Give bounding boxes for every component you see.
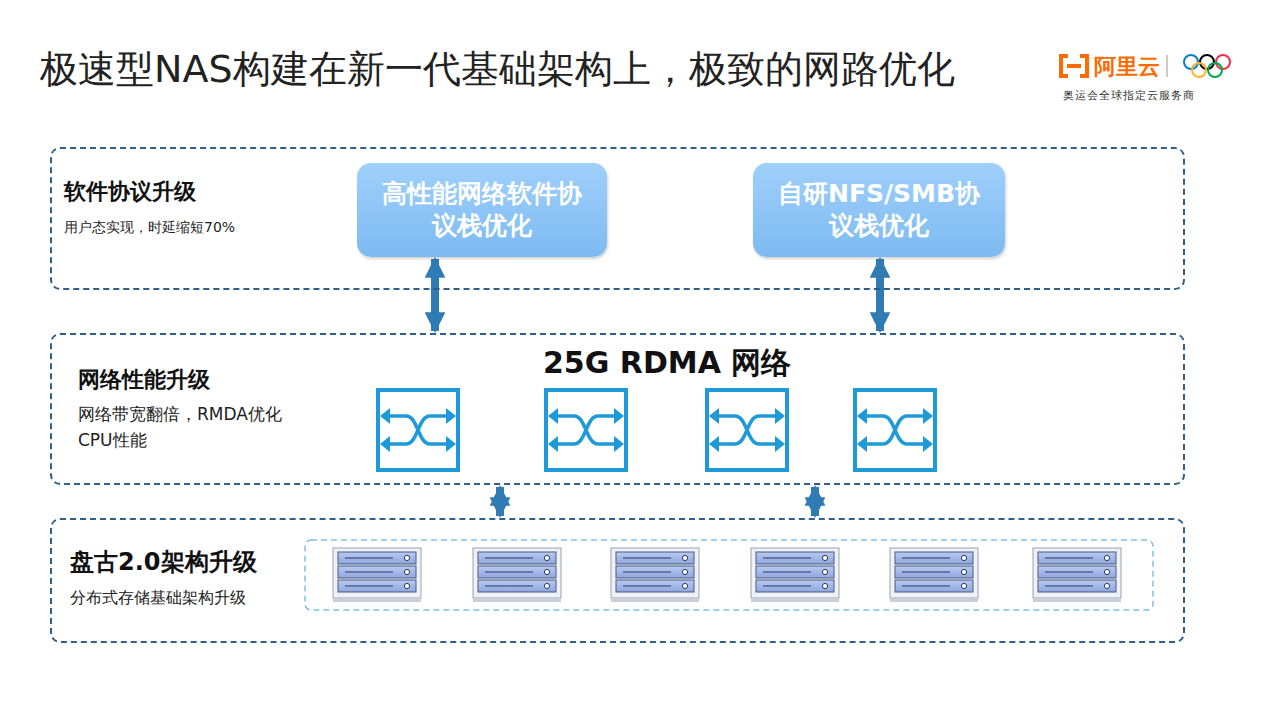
process-box: 自研NFS/SMB协议栈优化 xyxy=(753,163,1005,257)
server-icon xyxy=(333,548,421,602)
switch-icon xyxy=(707,390,787,470)
double-arrow xyxy=(876,259,884,331)
switch-icon xyxy=(546,390,626,470)
network-title: 25G RDMA 网络 xyxy=(543,343,791,384)
switch-icon xyxy=(378,390,458,470)
server-icon xyxy=(1033,548,1121,602)
divider xyxy=(1167,55,1168,77)
double-arrow xyxy=(811,487,819,516)
box-text: 高性能网络软件协议栈优化 xyxy=(357,170,607,251)
band-heading: 软件协议升级 xyxy=(64,177,196,207)
logo-text: 阿里云 xyxy=(1094,52,1160,82)
olympic-rings xyxy=(1184,55,1230,77)
layer-band: 盘古2.0架构升级分布式存储基础架构升级 xyxy=(50,518,1185,643)
band-note: 分布式存储基础架构升级 xyxy=(70,588,246,609)
band-note: 网络带宽翻倍，RMDA优化CPU性能 xyxy=(78,401,293,454)
process-box: 高性能网络软件协议栈优化 xyxy=(357,163,607,257)
switch-icon xyxy=(855,390,935,470)
box-text: 自研NFS/SMB协议栈优化 xyxy=(753,170,1005,251)
double-arrow xyxy=(431,259,439,331)
band-heading: 网络性能升级 xyxy=(78,365,210,395)
server-icon xyxy=(611,548,699,602)
double-arrow xyxy=(496,487,504,516)
band-note: 用户态实现，时延缩短70% xyxy=(64,219,235,237)
server-icon xyxy=(473,548,561,602)
logo-subtitle: 奥运会全球指定云服务商 xyxy=(1063,88,1195,103)
slide-title: 极速型NAS构建在新一代基础架构上，极致的网路优化 xyxy=(40,44,955,95)
server-icon xyxy=(890,548,978,602)
logo-icon xyxy=(1061,56,1087,76)
layer-band: 软件协议升级用户态实现，时延缩短70% 高性能网络软件协议栈优化 自研NFS/SMB… xyxy=(50,147,1185,290)
band-heading: 盘古2.0架构升级 xyxy=(70,546,257,578)
server-group xyxy=(305,540,1153,610)
server-icon xyxy=(751,548,839,602)
layer-band: 网络性能升级网络带宽翻倍，RMDA优化CPU性能 25G RDMA 网络 xyxy=(50,333,1185,485)
